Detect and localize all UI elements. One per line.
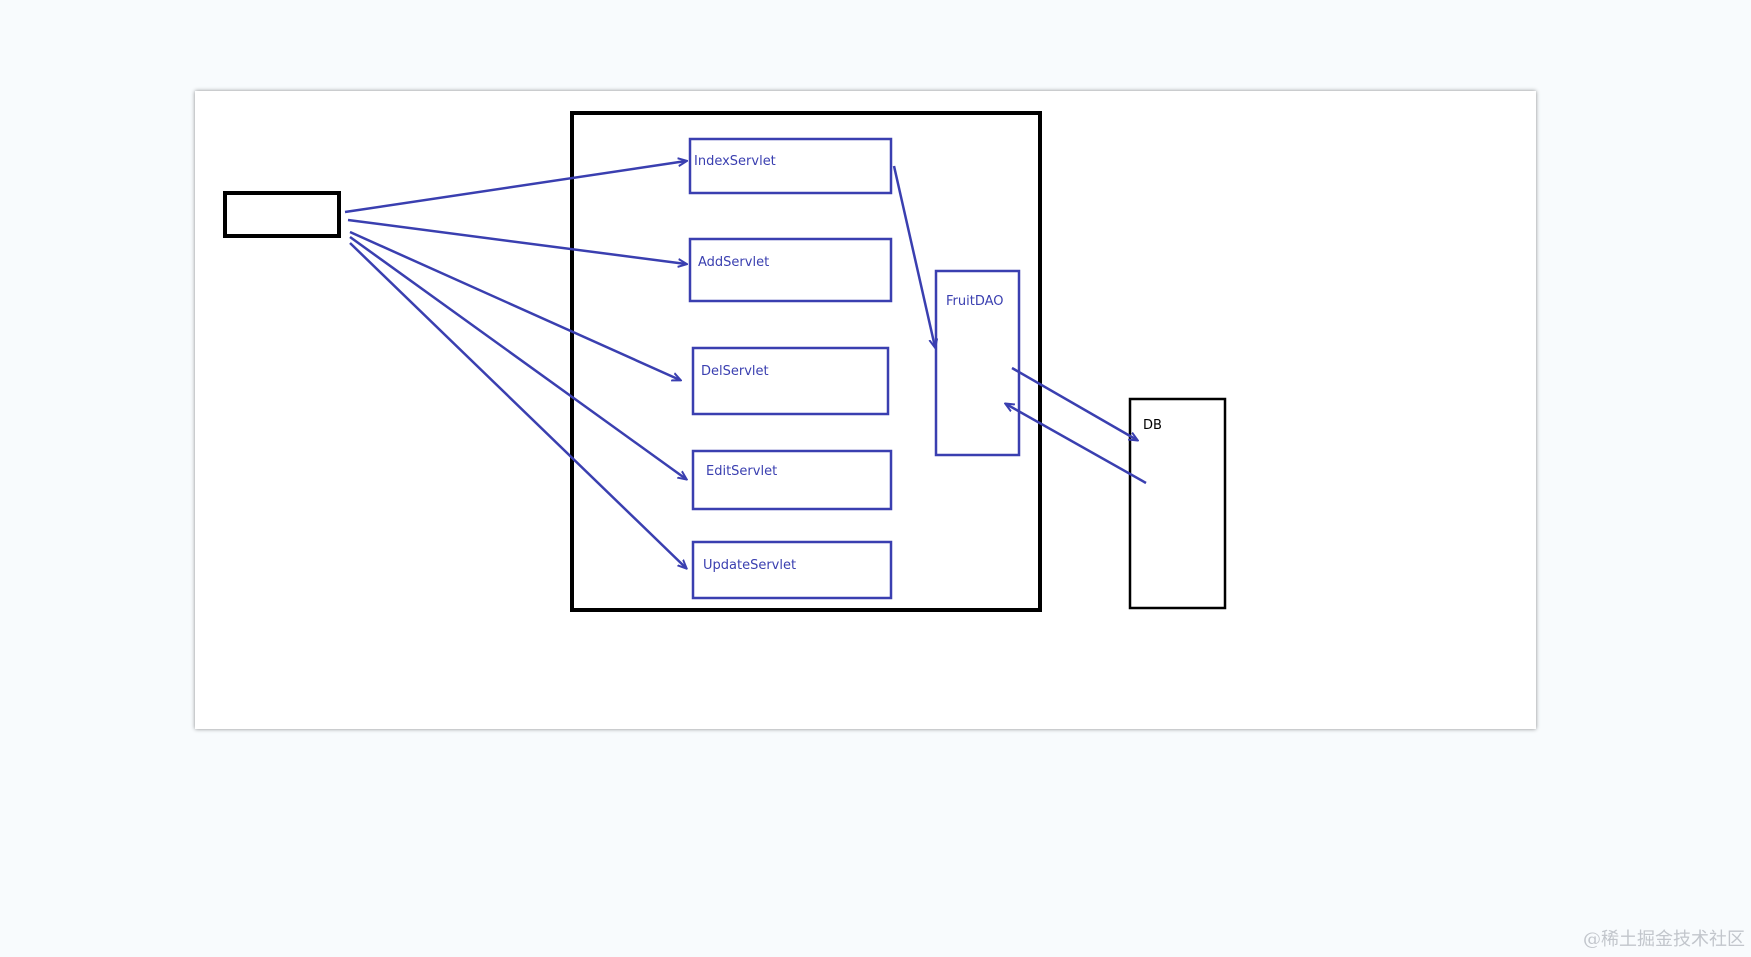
servlet-label-del: DelServlet (701, 364, 769, 379)
servlet-label-index: IndexServlet (694, 154, 776, 169)
dao-box-rect (934, 269, 1021, 457)
servlet-box-update: UpdateServlet (691, 540, 893, 600)
arrow-db-to-dao (1006, 404, 1147, 485)
db-label: DB (1143, 418, 1162, 433)
db-box-rect (1128, 397, 1227, 610)
arrow-client-to-index (344, 161, 686, 214)
servlet-label-update: UpdateServlet (703, 558, 796, 573)
servlet-box-add-rect (688, 237, 893, 303)
servlet-box-index-rect (688, 137, 893, 195)
servlet-container-box (570, 111, 1042, 612)
servlet-box-edit-rect (691, 449, 893, 511)
arrow-index-to-dao (892, 165, 935, 347)
servlet-label-add: AddServlet (698, 255, 769, 270)
servlet-label-edit: EditServlet (706, 464, 777, 479)
arrow-dao-to-db (1011, 366, 1137, 440)
client-box (223, 191, 341, 238)
servlet-box-edit: EditServlet (691, 449, 893, 511)
dao-box: FruitDAO (934, 269, 1021, 457)
arrow-client-to-add (347, 218, 686, 264)
servlet-box-index: IndexServlet (688, 137, 893, 195)
arrow-client-to-edit (349, 235, 686, 479)
servlet-box-del-rect (691, 346, 890, 416)
db-box: DB (1128, 397, 1227, 610)
drawing-canvas (195, 91, 1536, 729)
servlet-box-del: DelServlet (691, 346, 890, 416)
servlet-box-update-rect (691, 540, 893, 600)
arrow-client-to-del (349, 230, 680, 380)
watermark: @稀土掘金技术社区 (1583, 929, 1745, 950)
dao-label: FruitDAO (946, 294, 1004, 309)
servlet-box-add: AddServlet (688, 237, 893, 303)
arrow-client-to-update (349, 242, 686, 568)
